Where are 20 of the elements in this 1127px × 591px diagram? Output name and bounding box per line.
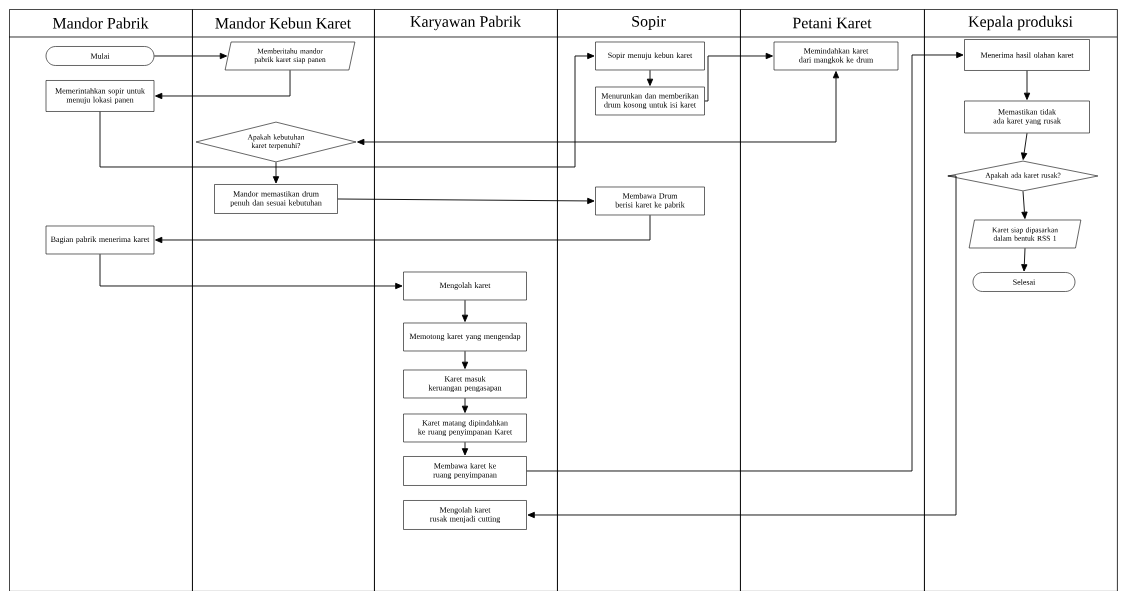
arrow bbox=[646, 69, 654, 86]
arrow bbox=[526, 51, 964, 472]
arrow bbox=[357, 71, 840, 146]
arrow bbox=[461, 397, 469, 413]
arrow bbox=[337, 197, 595, 205]
arrow bbox=[704, 52, 773, 102]
arrow bbox=[155, 69, 291, 100]
arrow bbox=[461, 441, 469, 456]
arrow bbox=[527, 175, 957, 519]
arrow bbox=[1020, 132, 1028, 160]
arrow bbox=[99, 253, 403, 290]
arrow bbox=[1023, 70, 1031, 100]
arrow bbox=[272, 161, 280, 184]
arrow bbox=[1021, 190, 1028, 219]
arrow bbox=[153, 52, 228, 60]
arrow bbox=[1021, 247, 1028, 272]
arrow bbox=[155, 214, 651, 244]
arrow bbox=[461, 350, 469, 369]
arrow bbox=[99, 52, 595, 168]
arrow bbox=[461, 299, 469, 322]
